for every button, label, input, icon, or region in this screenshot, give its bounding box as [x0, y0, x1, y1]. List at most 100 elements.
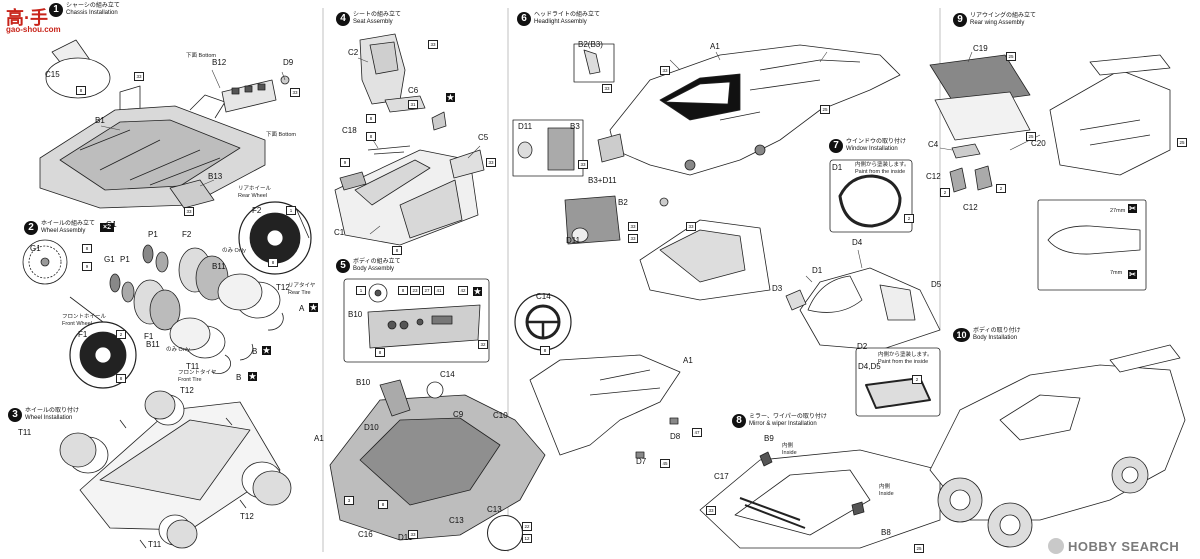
paint-code-box: 25	[1026, 132, 1036, 141]
part-label-t11-s3b: T11	[148, 540, 162, 549]
bottom-note-1: 下面 Bottom	[186, 53, 216, 59]
part-label-p1-b: P1	[148, 230, 158, 239]
paint-code-box: 42	[458, 286, 468, 295]
part-label-d5: D5	[931, 280, 942, 289]
paint-code-box: 33	[290, 88, 300, 97]
paint-code-box: 8	[398, 286, 408, 295]
step-3-number: 3	[8, 408, 22, 422]
paint-code-box: 45	[660, 459, 670, 468]
part-label-b2: B2	[618, 198, 628, 207]
part-label-d1-box: D1	[832, 163, 843, 172]
part-label-t12-s3a: T12	[180, 386, 194, 395]
paint-code-box: 25	[914, 544, 924, 553]
part-label-c20: C20	[1031, 139, 1046, 148]
part-label-b-marker-1: B	[252, 347, 258, 356]
chassis-drawing	[39, 39, 290, 209]
headlight-drawing	[512, 43, 901, 301]
part-label-d8: D8	[670, 432, 681, 441]
part-label-c1: C1	[334, 228, 345, 237]
watermark-url: gao-shou.com	[6, 25, 61, 34]
hobby-search-logo: HOBBY SEARCH	[1068, 539, 1180, 554]
part-label-g1-c: G1	[106, 220, 117, 229]
part-label-d11-a: D11	[518, 122, 533, 131]
paint-code-box: 33	[486, 158, 496, 167]
star-marker-seat: ★	[446, 93, 455, 102]
bottom-note-2: 下面 Bottom	[266, 132, 296, 138]
hobby-search-logo-icon	[1048, 538, 1064, 554]
seat-drawing	[334, 33, 485, 246]
part-label-t12: T12	[276, 283, 290, 292]
mirror-wiper-drawing	[699, 449, 941, 549]
paint-code-box: 8	[268, 258, 278, 267]
step-4-number: 4	[336, 12, 350, 26]
step-10-number: 10	[953, 328, 970, 342]
paint-code-box: 2	[940, 188, 950, 197]
paint-inside-note-1: 内側から塗装します。Paint from the inside	[855, 162, 910, 175]
star-marker-b1: ★	[262, 346, 271, 355]
cut-marker-b: ✂	[1128, 270, 1137, 279]
paint-code-box: 8	[76, 86, 86, 95]
part-label-d2: D2	[857, 342, 868, 351]
paint-code-box: 31	[408, 100, 418, 109]
paint-code-box: 1	[356, 286, 366, 295]
part-label-f1: F1	[144, 332, 154, 341]
paint-code-box: 8	[378, 500, 388, 509]
step-9-number: 9	[953, 13, 967, 27]
part-label-a1-s5: A1	[314, 434, 324, 443]
body-install-drawing	[929, 344, 1186, 548]
part-label-g1-b: G1	[104, 255, 115, 264]
part-label-d3: D3	[772, 284, 783, 293]
paint-code-box: 8	[366, 132, 376, 141]
part-label-f2: F2	[182, 230, 192, 239]
paint-code-box: 2	[996, 184, 1006, 193]
paint-code-box: 8	[116, 374, 126, 383]
step-1-number: 1	[49, 3, 63, 17]
paint-code-box: 9	[340, 158, 350, 167]
part-label-d10-a: D10	[364, 423, 379, 432]
paint-code-box: 23	[410, 286, 420, 295]
part-label-g1-a: G1	[30, 244, 41, 253]
part-label-b-marker-2: B	[236, 373, 242, 382]
part-label-b2b3: B2(B3)	[578, 40, 603, 49]
paint-code-box: 25	[1177, 138, 1187, 147]
paint-code-box: 25	[1006, 52, 1016, 61]
paint-code-box: 27	[422, 286, 432, 295]
part-label-c10: C10	[493, 411, 508, 420]
part-label-b11-b: B11	[146, 340, 160, 349]
part-label-d7: D7	[636, 457, 647, 466]
part-label-t11: T11	[186, 362, 200, 371]
part-label-d1: D1	[812, 266, 823, 275]
part-label-b8: B8	[881, 528, 891, 537]
only-note-front: のみ Only	[166, 347, 190, 353]
paint-code-box: 8	[540, 346, 550, 355]
part-label-c12-b: C12	[963, 203, 978, 212]
paint-code-box: 33	[134, 72, 144, 81]
part-label-b10-box: B10	[348, 310, 363, 319]
part-label-c17: C17	[714, 472, 729, 481]
step-8-number: 8	[732, 414, 746, 428]
paint-code-box: 8	[375, 348, 385, 357]
part-label-c16: C16	[358, 530, 373, 539]
part-label-c2: C2	[348, 48, 359, 57]
part-label-d11-b: D11	[566, 236, 581, 245]
part-label-c19: C19	[973, 44, 988, 53]
part-label-c5: C5	[478, 133, 489, 142]
paint-code-box: 33	[706, 506, 716, 515]
dimension-label-a: 27mm	[1110, 208, 1126, 214]
rear-wing-drawing	[929, 54, 1171, 291]
part-label-c6: C6	[408, 86, 419, 95]
wheel-drawing	[22, 201, 312, 389]
paint-code-box: 33	[408, 530, 418, 539]
paint-code-box: 8	[392, 246, 402, 255]
